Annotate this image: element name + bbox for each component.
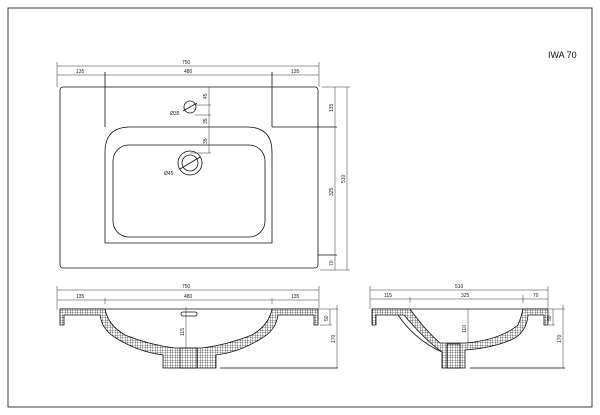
front-section-profile <box>59 308 319 369</box>
tap-hole <box>183 100 197 114</box>
dim-depth-back: 135 <box>329 103 335 112</box>
basin-outer <box>104 126 273 244</box>
tap-diameter-label: Ø35 <box>170 111 180 117</box>
drawing-frame <box>7 7 593 408</box>
dim-side-depth-front: 70 <box>533 293 539 299</box>
front-section: 750 135 480 135 115 50 170 <box>56 284 338 369</box>
dim-width-total: 750 <box>182 60 191 66</box>
dim-side-depth-total: 510 <box>455 284 464 290</box>
dim-front-bowl-depth: 115 <box>180 328 186 336</box>
dim-tap-to-basin: 35 <box>203 118 209 124</box>
dim-width-right: 135 <box>291 69 300 75</box>
drain-pipe <box>179 347 198 369</box>
dim-side-depth-back: 115 <box>384 293 392 299</box>
side-drain-pipe <box>446 343 461 369</box>
dim-side-rim-height: 50 <box>547 315 553 321</box>
dim-basin-to-drain: 35 <box>203 138 209 144</box>
dim-side-total-height: 170 <box>557 334 563 343</box>
side-section: 510 115 325 70 110 50 170 <box>369 284 565 369</box>
drain-hole-outer <box>177 150 203 176</box>
dim-front-width-left: 135 <box>76 294 85 300</box>
dim-width-mid: 480 <box>184 69 193 75</box>
dim-front-width-mid: 480 <box>184 294 193 300</box>
dim-depth-front: 70 <box>329 260 335 266</box>
dim-tap-offset: 45 <box>203 93 209 99</box>
dim-front-rim-height: 50 <box>324 315 330 321</box>
dim-side-bowl-depth: 110 <box>462 325 468 333</box>
drain-hole-inner <box>181 154 199 172</box>
top-view: Ø35 Ø45 750 135 480 135 45 35 35 135 325… <box>56 60 350 271</box>
side-section-profile <box>371 308 549 369</box>
dim-depth-total: 510 <box>341 174 347 183</box>
dim-front-width-right: 135 <box>291 294 300 300</box>
dim-depth-basin: 325 <box>329 187 335 196</box>
dim-front-total-height: 170 <box>331 334 337 343</box>
dim-front-width-total: 750 <box>182 284 191 290</box>
countertop-outline <box>59 86 319 269</box>
model-title: IWA 70 <box>548 50 577 60</box>
drain-diameter-label: Ø45 <box>164 171 174 177</box>
basin-inner <box>112 144 266 238</box>
dim-side-depth-basin: 325 <box>461 293 470 299</box>
overflow-slot <box>180 311 198 317</box>
dim-width-left: 135 <box>76 69 85 75</box>
